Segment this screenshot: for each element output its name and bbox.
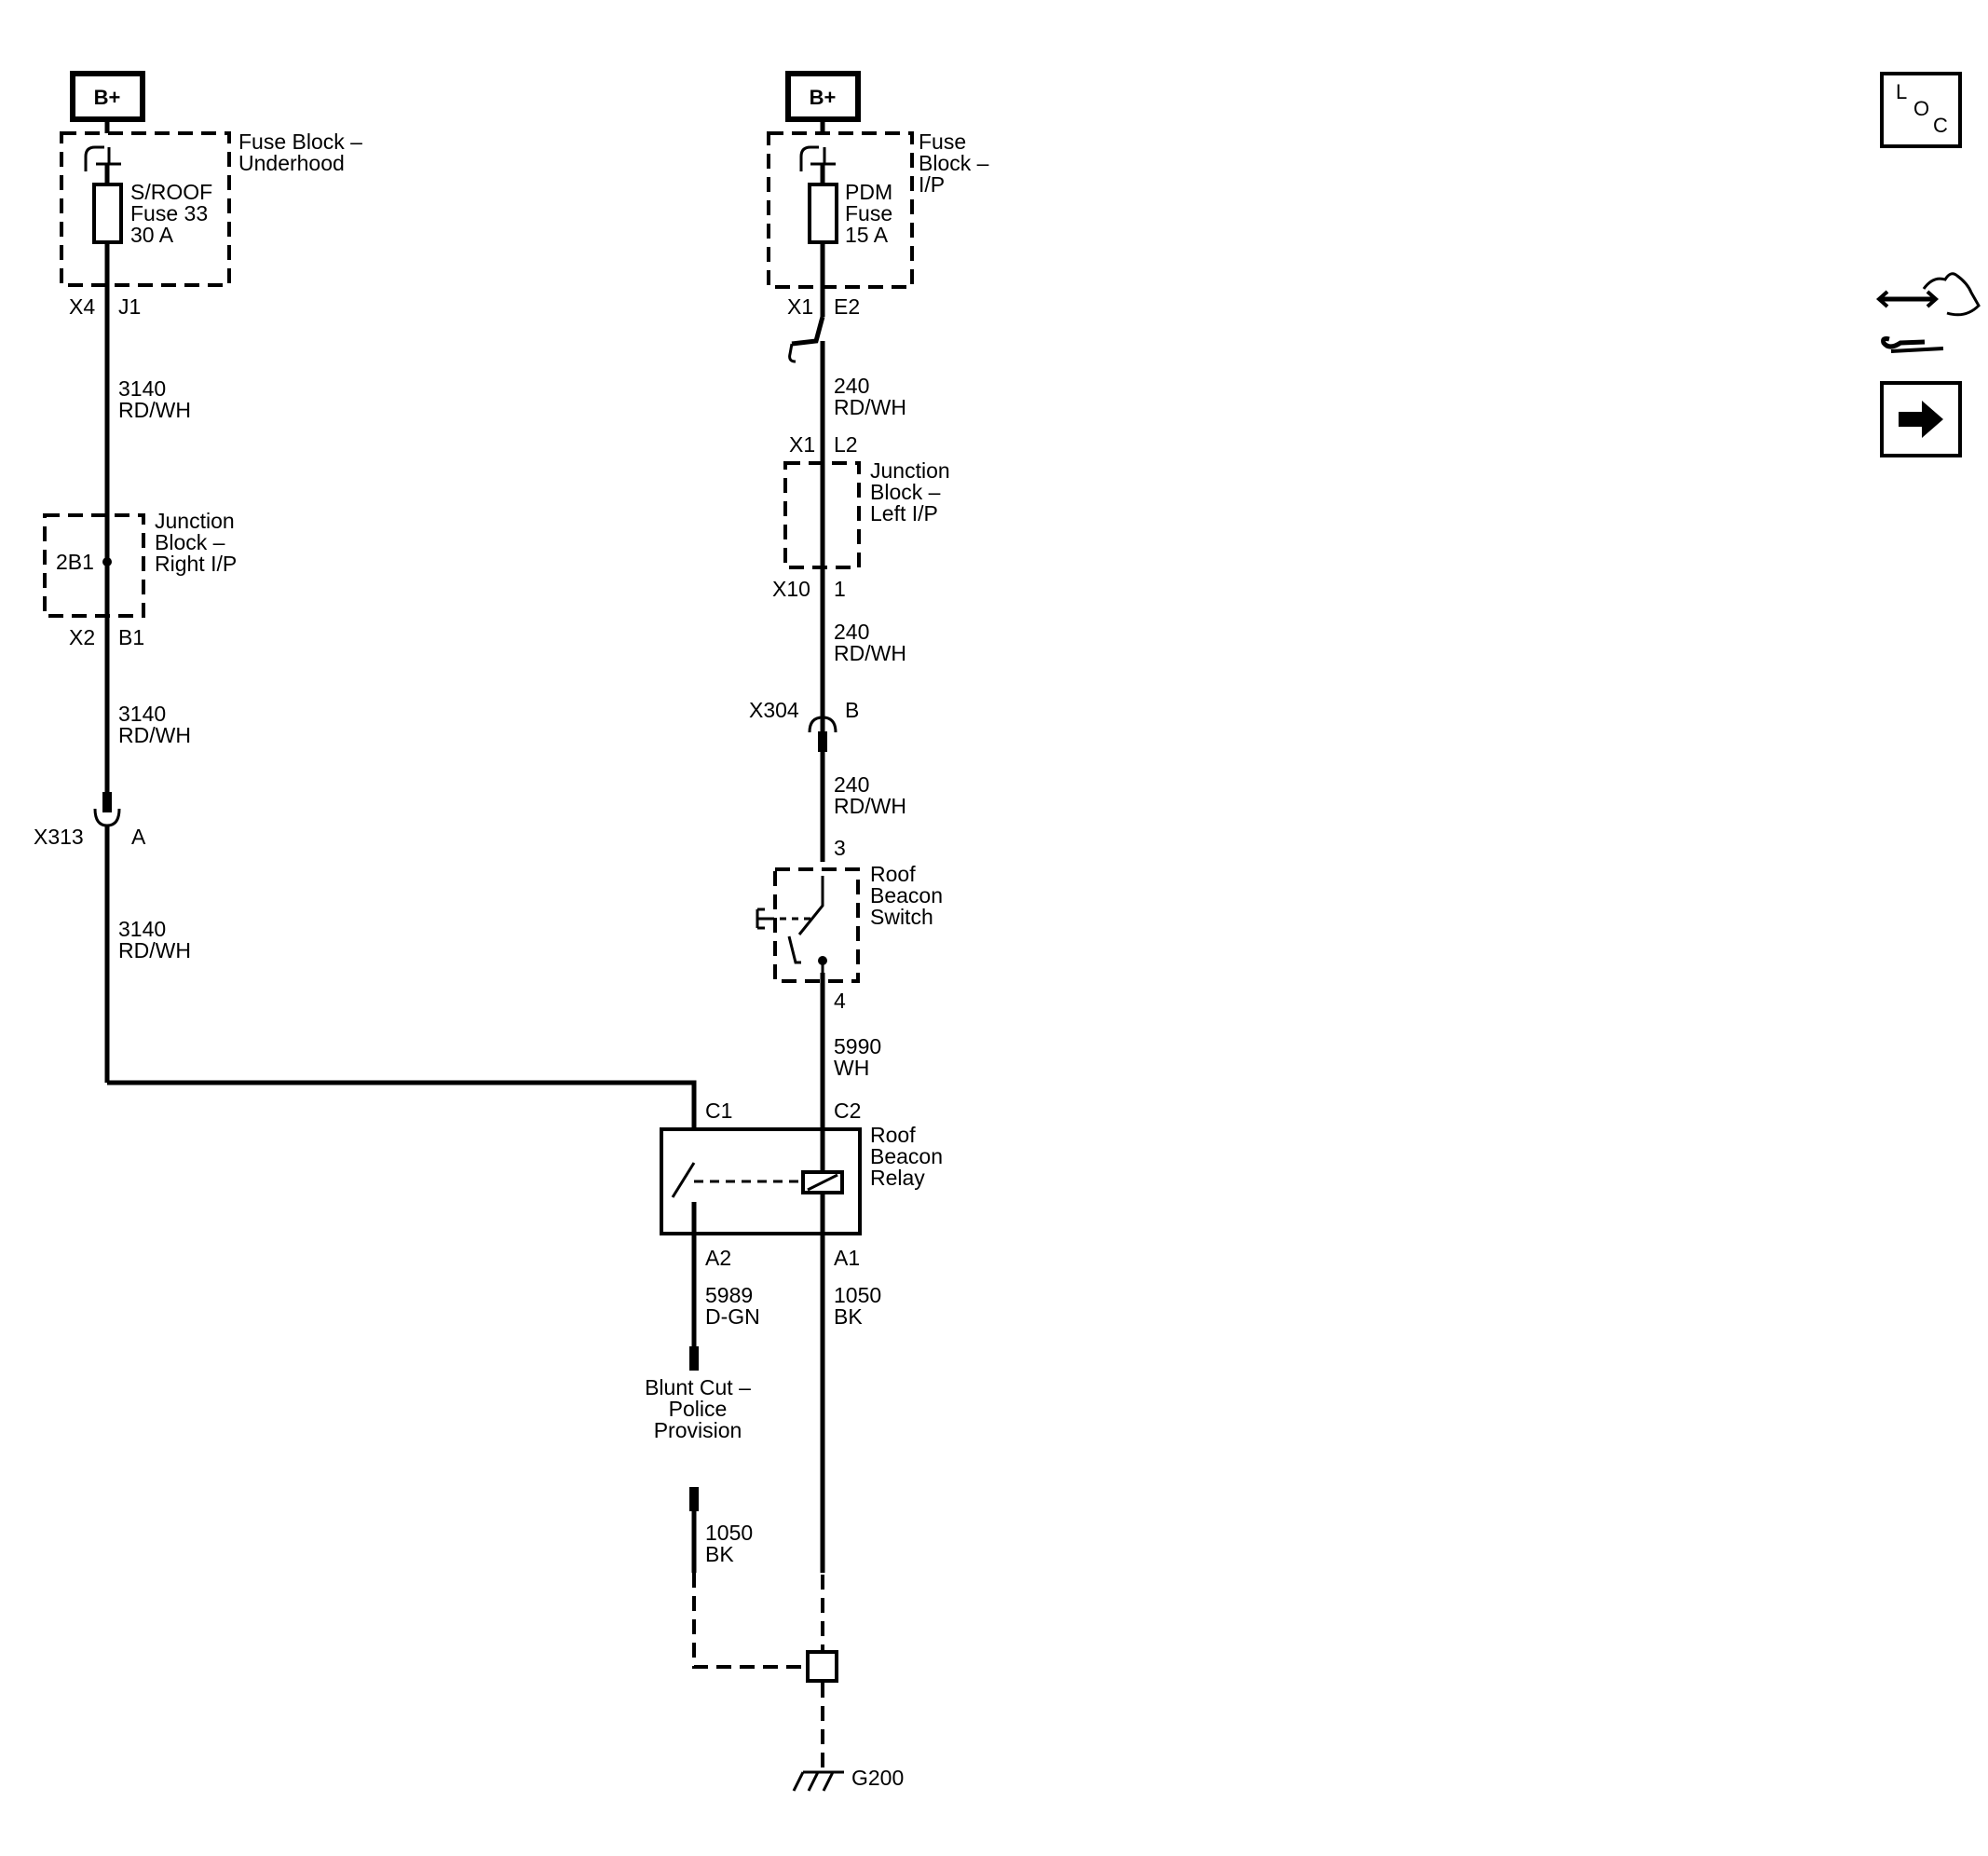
wire-1050-color-a1: BK [834,1304,863,1329]
roof-beacon-relay-icon [660,1127,862,1235]
junction-block-left-title-1: Junction [870,458,950,483]
connector-x10: X10 [772,577,810,601]
terminal-b: B [845,698,859,722]
terminal-e2: E2 [834,294,860,319]
terminal-a: A [131,825,146,849]
connector-x304: X304 [749,698,799,722]
switch-title-2: Beacon [870,883,943,908]
switch-title-3: Switch [870,905,933,929]
switch-pin-4: 4 [834,989,846,1013]
fuse-33-icon [92,183,123,244]
wire-5989-color: D-GN [705,1304,760,1329]
fuse-block-ip-title-2: Block – [919,151,989,175]
blunt-cut-label-2: Police [669,1397,728,1421]
switch-pin-3: 3 [834,836,846,860]
loc-letter-o: O [1913,97,1929,120]
relay-pin-c2: C2 [834,1099,861,1123]
pdm-fuse-label-2: Fuse [845,201,892,225]
wire-240-circuit-3: 240 [834,772,869,797]
junction-block-left-title-2: Block – [870,480,941,504]
loc-letter-l: L [1896,80,1907,103]
terminal-j1: J1 [118,294,141,319]
wire-3140-color-3: RD/WH [118,938,191,962]
wire-3140-circuit-2: 3140 [118,702,166,726]
relay-title-2: Beacon [870,1144,943,1168]
ground-symbol-icon [792,1770,844,1792]
wire-3140-circuit-3: 3140 [118,917,166,941]
inline-connector-x313-icon [93,792,121,827]
junction-block-left-title-3: Left I/P [870,501,938,525]
junction-block-right-title-3: Right I/P [155,552,237,576]
pdm-fuse-label-1: PDM [845,180,892,204]
wire-240-circuit-2: 240 [834,620,869,644]
switch-title-1: Roof [870,862,916,886]
fuse-33-label-1: S/ROOF [130,180,212,204]
fuse-block-underhood-title-1: Fuse Block – [238,130,362,154]
fuse-33-label-3: 30 A [130,223,174,247]
relay-pin-c1: C1 [705,1099,732,1123]
left-bplus-label: B+ [94,86,121,109]
next-arrow-icon[interactable] [1880,381,1962,457]
relay-title-1: Roof [870,1123,916,1147]
pdm-fuse-icon [808,183,838,244]
wire-1050-circuit-blunt: 1050 [705,1521,753,1545]
connector-x4: X4 [69,294,95,319]
terminal-l2: L2 [834,432,858,457]
right-bplus-label: B+ [810,86,837,109]
connector-x1-junction: X1 [789,432,815,457]
loc-icon[interactable]: L O C [1880,72,1962,148]
ground-splice-icon [806,1650,838,1683]
ground-g200: G200 [851,1766,904,1790]
wire-240-circuit-1: 240 [834,374,869,398]
fuse-33-label-2: Fuse 33 [130,201,208,225]
wire-240-color-3: RD/WH [834,794,906,818]
wire-5990-color: WH [834,1056,869,1080]
connector-x2: X2 [69,625,95,649]
splice-2b1: 2B1 [56,550,94,574]
wire-3140-circuit-1: 3140 [118,376,166,401]
connector-service-icon[interactable] [1875,272,1981,353]
roof-beacon-switch-icon [756,862,860,987]
junction-block-right-title-2: Block – [155,530,225,554]
fuse-block-ip [767,131,914,289]
junction-block-right-ip [43,513,145,618]
wire-5990-circuit: 5990 [834,1034,881,1058]
blunt-cut-bottom-end [689,1487,699,1511]
blunt-cut-label-3: Provision [654,1418,742,1442]
inline-connector-x304-icon [808,716,837,752]
pdm-fuse-label-3: 15 A [845,223,889,247]
wire-5989-circuit: 5989 [705,1283,753,1307]
blunt-cut-label-1: Blunt Cut – [645,1375,751,1399]
loc-letter-c: C [1933,114,1948,137]
wire-240-color-1: RD/WH [834,395,906,419]
right-power-terminal: B+ [785,71,861,122]
wire-3140-color-1: RD/WH [118,398,191,422]
connector-x313: X313 [34,825,84,849]
wire-3140-color-2: RD/WH [118,723,191,747]
junction-block-left-ip [783,461,861,569]
fuse-block-ip-title-3: I/P [919,172,945,197]
relay-pin-a1: A1 [834,1246,860,1270]
connector-x1-fuse: X1 [787,294,813,319]
fuse-block-ip-title-1: Fuse [919,130,966,154]
relay-pin-a2: A2 [705,1246,731,1270]
wire-1050-circuit-a1: 1050 [834,1283,881,1307]
fuse-block-underhood-title-2: Underhood [238,151,345,175]
blunt-cut-top-end [689,1346,699,1371]
junction-block-right-title-1: Junction [155,509,235,533]
terminal-1: 1 [834,577,846,601]
relay-title-3: Relay [870,1166,925,1190]
wire-240-color-2: RD/WH [834,641,906,665]
wire-1050-color-blunt: BK [705,1542,734,1566]
left-power-terminal: B+ [70,71,145,122]
terminal-b1: B1 [118,625,144,649]
